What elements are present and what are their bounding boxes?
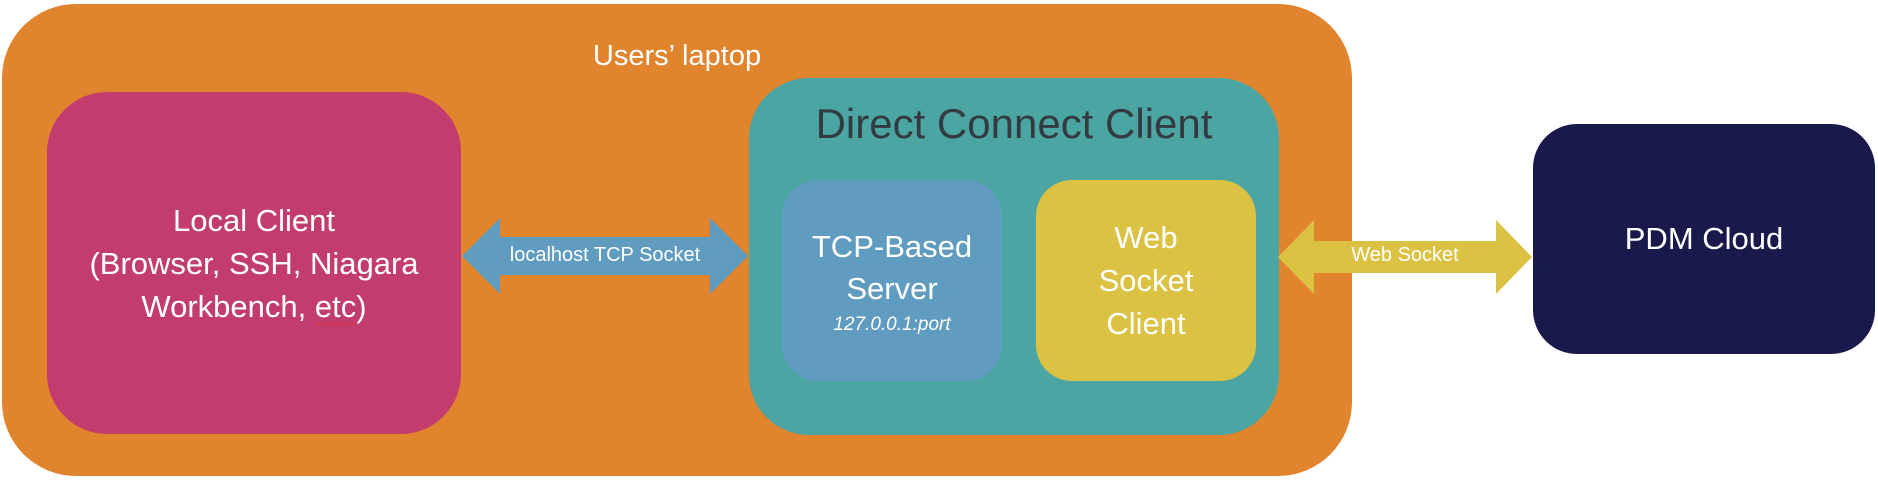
websocket-client-line1: Web — [1114, 220, 1178, 255]
pdm-cloud-label: PDM Cloud — [1624, 221, 1784, 256]
local-client-node: Local Client (Browser, SSH, Niagara Work… — [47, 92, 461, 434]
tcp-socket-arrow-shape — [462, 218, 748, 294]
local-client-examples-workbench: Workbench, — [141, 288, 315, 324]
tcp-server-title-line2: Server — [846, 270, 938, 306]
websocket-client-node: Web Socket Client — [1036, 180, 1256, 381]
tcp-server-title-line1: TCP-Based — [811, 228, 973, 264]
users-laptop-title: Users’ laptop — [592, 40, 762, 72]
local-client-examples-line1: (Browser, SSH, Niagara — [89, 245, 419, 281]
local-client-examples-close: ) — [356, 288, 367, 324]
websocket-client-line3: Client — [1106, 306, 1186, 341]
local-client-examples-line2: Workbench, etc) — [141, 285, 366, 328]
websocket-client-line2: Socket — [1098, 263, 1194, 298]
tcp-server-node: TCP-Based Server 127.0.0.1:port — [782, 180, 1002, 381]
local-client-title: Local Client — [173, 202, 335, 238]
websocket-arrow — [1278, 220, 1532, 294]
websocket-arrow-label: Web Socket — [1351, 244, 1459, 266]
pdm-cloud-node: PDM Cloud — [1533, 124, 1875, 354]
tcp-socket-arrow — [462, 218, 748, 294]
direct-connect-client-title: Direct Connect Client — [815, 100, 1213, 147]
tcp-socket-arrow-label: localhost TCP Socket — [509, 244, 701, 266]
local-client-examples-etc: etc — [314, 288, 357, 324]
websocket-arrow-shape — [1278, 220, 1532, 294]
tcp-server-address: 127.0.0.1:port — [833, 313, 951, 335]
